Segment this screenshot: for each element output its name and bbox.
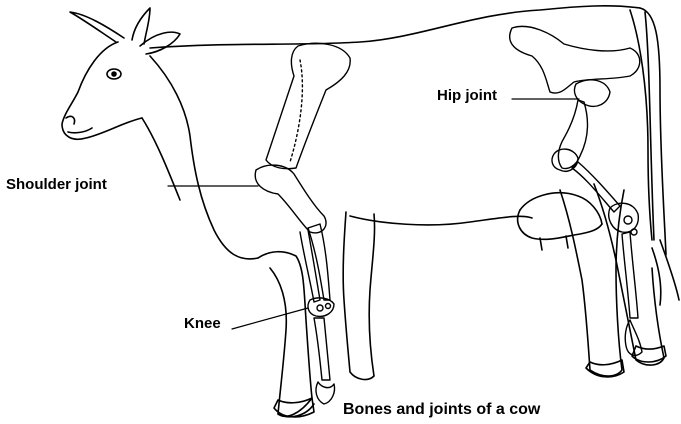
- cow-outline: [62, 6, 679, 305]
- front-leg-background: [343, 212, 374, 379]
- tibia-bone: [572, 162, 620, 212]
- knee-leader-line: [232, 308, 308, 329]
- hind-legs: [560, 184, 664, 376]
- humerus-bone: [255, 165, 326, 233]
- pelvis-bone: [510, 26, 640, 93]
- shoulder-joint-label: Shoulder joint: [6, 177, 107, 192]
- scapula-bone: [266, 43, 350, 168]
- hip-joint-ball: [574, 80, 610, 107]
- femur-bone: [558, 100, 587, 169]
- front-leg-foreground: [258, 252, 314, 417]
- knee-label: Knee: [184, 316, 221, 331]
- hip-joint-label: Hip joint: [437, 88, 497, 103]
- skeleton: [255, 26, 642, 404]
- diagram-caption: Bones and joints of a cow: [343, 402, 540, 418]
